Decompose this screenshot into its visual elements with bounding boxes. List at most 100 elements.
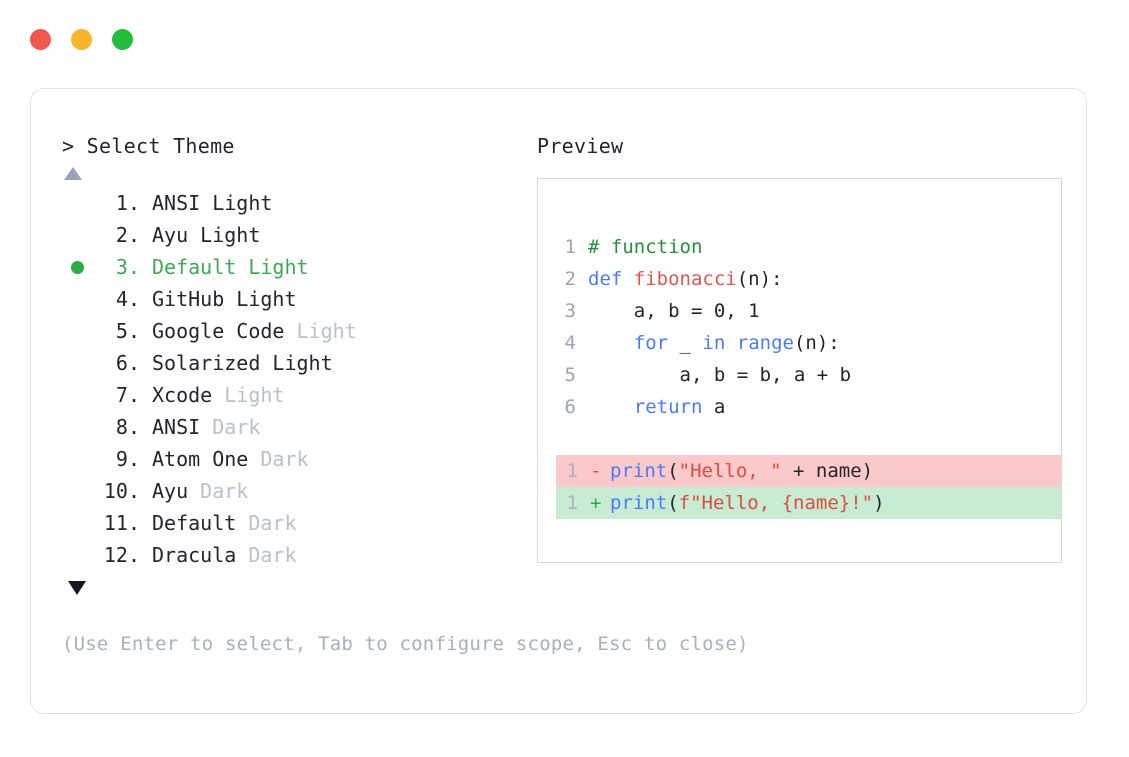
code-token: fibonacci: [633, 268, 737, 290]
code-line-number: 1: [564, 236, 576, 258]
code-token: in: [702, 332, 726, 354]
code-token: + name): [781, 460, 874, 482]
code-line: 1 # function: [554, 231, 1061, 263]
code-token: f"Hello, {name}!": [678, 492, 874, 514]
scroll-down-arrow-icon[interactable]: [68, 581, 86, 595]
window-titlebar: [30, 29, 133, 50]
theme-item-number: 3.: [115, 255, 140, 279]
code-blank-line: [554, 423, 1061, 455]
theme-item-name: Ayu: [152, 223, 189, 247]
theme-item-name: ANSI: [152, 191, 201, 215]
theme-item-number: 4.: [115, 287, 140, 311]
diff-added-line: 1 + print(f"Hello, {name}!"): [556, 487, 1061, 519]
select-theme-prompt: > Select Theme: [62, 134, 235, 158]
theme-item-mode: Light: [248, 255, 309, 279]
theme-item-mode: Light: [272, 351, 333, 375]
theme-item-number: 11.: [103, 511, 140, 535]
code-line-number: 4: [564, 332, 576, 354]
theme-item-number: 9.: [115, 447, 140, 471]
close-button[interactable]: [30, 29, 51, 50]
code-token: return: [633, 396, 703, 418]
theme-item-number: 2.: [115, 223, 140, 247]
keyboard-hint: (Use Enter to select, Tab to configure s…: [62, 633, 749, 655]
code-token: range: [736, 332, 794, 354]
theme-list-item[interactable]: 7.Xcode Light: [62, 379, 522, 411]
theme-list-item[interactable]: 4. GitHub Light: [62, 283, 522, 315]
theme-list-item[interactable]: 3.Default Light: [62, 251, 522, 283]
code-line-number: 5: [564, 364, 576, 386]
theme-item-space: [236, 539, 248, 571]
theme-item-name: Solarized: [152, 351, 261, 375]
theme-item-number: 12.: [103, 543, 140, 567]
theme-item-mode: Dark: [212, 415, 261, 439]
theme-item-space: [260, 347, 272, 379]
code-token: print: [610, 492, 668, 514]
theme-list-item[interactable]: 11. Default Dark: [62, 507, 522, 539]
theme-item-space: [188, 219, 200, 251]
diff-line-content: print("Hello, " + name): [610, 455, 873, 487]
code-token: a, b = 0, 1: [588, 300, 760, 322]
code-token: [588, 396, 634, 418]
theme-item-mode: Light: [212, 191, 273, 215]
maximize-button[interactable]: [112, 29, 133, 50]
theme-item-space: [212, 379, 224, 411]
diff-line-number: 1: [566, 492, 578, 514]
theme-item-name: Default: [152, 511, 237, 535]
code-token: a, b = b, a + b: [588, 364, 852, 386]
theme-item-space: [188, 475, 200, 507]
code-token: a: [702, 396, 726, 418]
theme-item-space: [200, 411, 212, 443]
code-line-content: def fibonacci(n):: [588, 263, 782, 295]
code-line-content: a, b = b, a + b: [588, 359, 852, 391]
theme-item-space: [284, 315, 296, 347]
selected-bullet-icon: [70, 260, 84, 274]
code-token: for: [633, 332, 669, 354]
code-token: (n):: [793, 332, 840, 354]
code-token: # function: [588, 236, 703, 258]
theme-list-item[interactable]: 2.Ayu Light: [62, 219, 522, 251]
code-token: [588, 332, 634, 354]
theme-item-mode: Light: [296, 319, 357, 343]
code-token: (n):: [736, 268, 783, 290]
scroll-up-arrow-icon[interactable]: [64, 167, 82, 180]
diff-line-content: print(f"Hello, {name}!"): [610, 487, 885, 519]
diff-removed-line: 1-print("Hello, " + name): [556, 455, 1061, 487]
minimize-button[interactable]: [71, 29, 92, 50]
theme-item-name: ANSI: [152, 415, 201, 439]
code-line-number: 3: [564, 300, 576, 322]
theme-list-item[interactable]: 6. Solarized Light: [62, 347, 522, 379]
theme-item-number: 5.: [115, 319, 140, 343]
theme-item-mode: Dark: [248, 511, 297, 535]
theme-list-item[interactable]: 10.Ayu Dark: [62, 475, 522, 507]
theme-item-number: 6.: [115, 351, 140, 375]
diff-sign: +: [590, 492, 602, 514]
theme-item-number: 7.: [115, 383, 140, 407]
preview-label: Preview: [537, 134, 624, 158]
theme-item-space: [200, 187, 212, 219]
theme-list-item[interactable]: 8. ANSI Dark: [62, 411, 522, 443]
diff-sign: -: [590, 460, 602, 482]
code-line-number: 6: [564, 396, 576, 418]
theme-item-mode: Light: [236, 287, 297, 311]
code-token: ): [873, 492, 885, 514]
theme-list-item[interactable]: 9.Atom One Dark: [62, 443, 522, 475]
theme-item-mode: Dark: [248, 543, 297, 567]
theme-item-space: [224, 283, 236, 315]
theme-list-item[interactable]: 1.ANSI Light: [62, 187, 522, 219]
theme-item-name: Xcode: [152, 383, 213, 407]
theme-list-item[interactable]: 12.Dracula Dark: [62, 539, 522, 571]
theme-item-mode: Dark: [200, 479, 249, 503]
code-token: [725, 332, 736, 354]
theme-item-number: 8.: [115, 415, 140, 439]
theme-item-name: GitHub: [152, 287, 225, 311]
code-line-content: return a: [588, 391, 726, 423]
theme-list-item[interactable]: 5.Google Code Light: [62, 315, 522, 347]
code-line: 5 a, b = b, a + b: [554, 359, 1061, 391]
